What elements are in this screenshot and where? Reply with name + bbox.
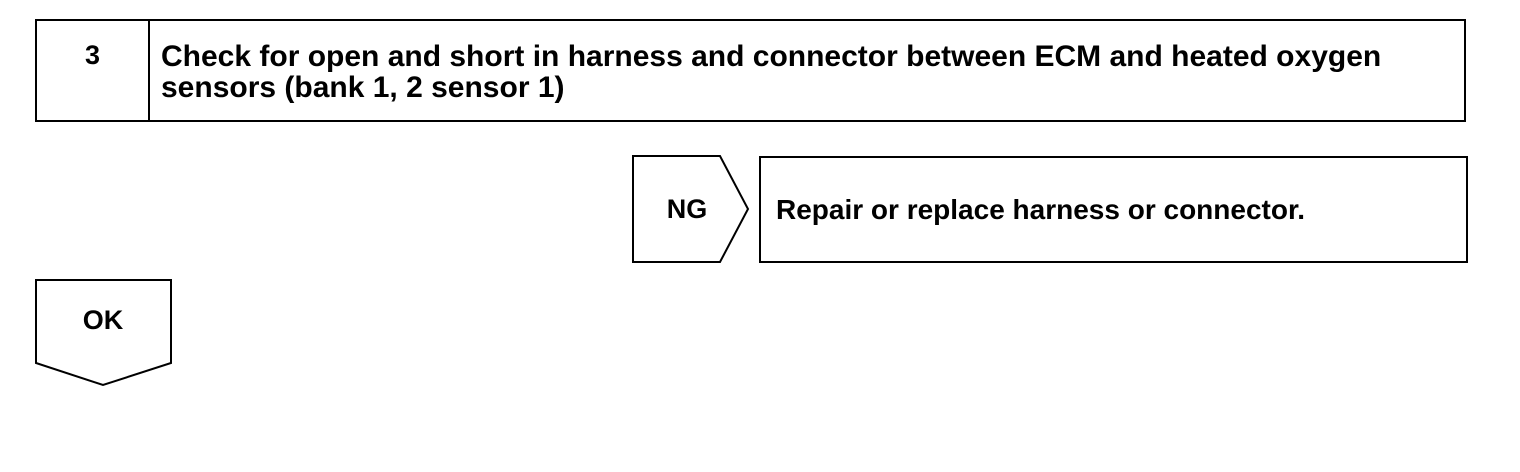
ng-arrow-tag: NG — [632, 155, 752, 263]
step-instruction: Check for open and short in harness and … — [161, 40, 1382, 104]
ng-action-text: Repair or replace harness or connector. — [776, 194, 1306, 225]
ok-arrow-shape — [35, 279, 172, 387]
ng-label: NG — [666, 194, 708, 224]
step-number: 3 — [37, 21, 150, 120]
ng-arrow-shape — [632, 155, 750, 263]
step-box: 3 Check for open and short in harness an… — [35, 19, 1466, 122]
ok-arrow-tag: OK — [35, 279, 175, 387]
ok-label: OK — [82, 305, 124, 335]
ng-action-box: Repair or replace harness or connector. — [759, 156, 1468, 263]
